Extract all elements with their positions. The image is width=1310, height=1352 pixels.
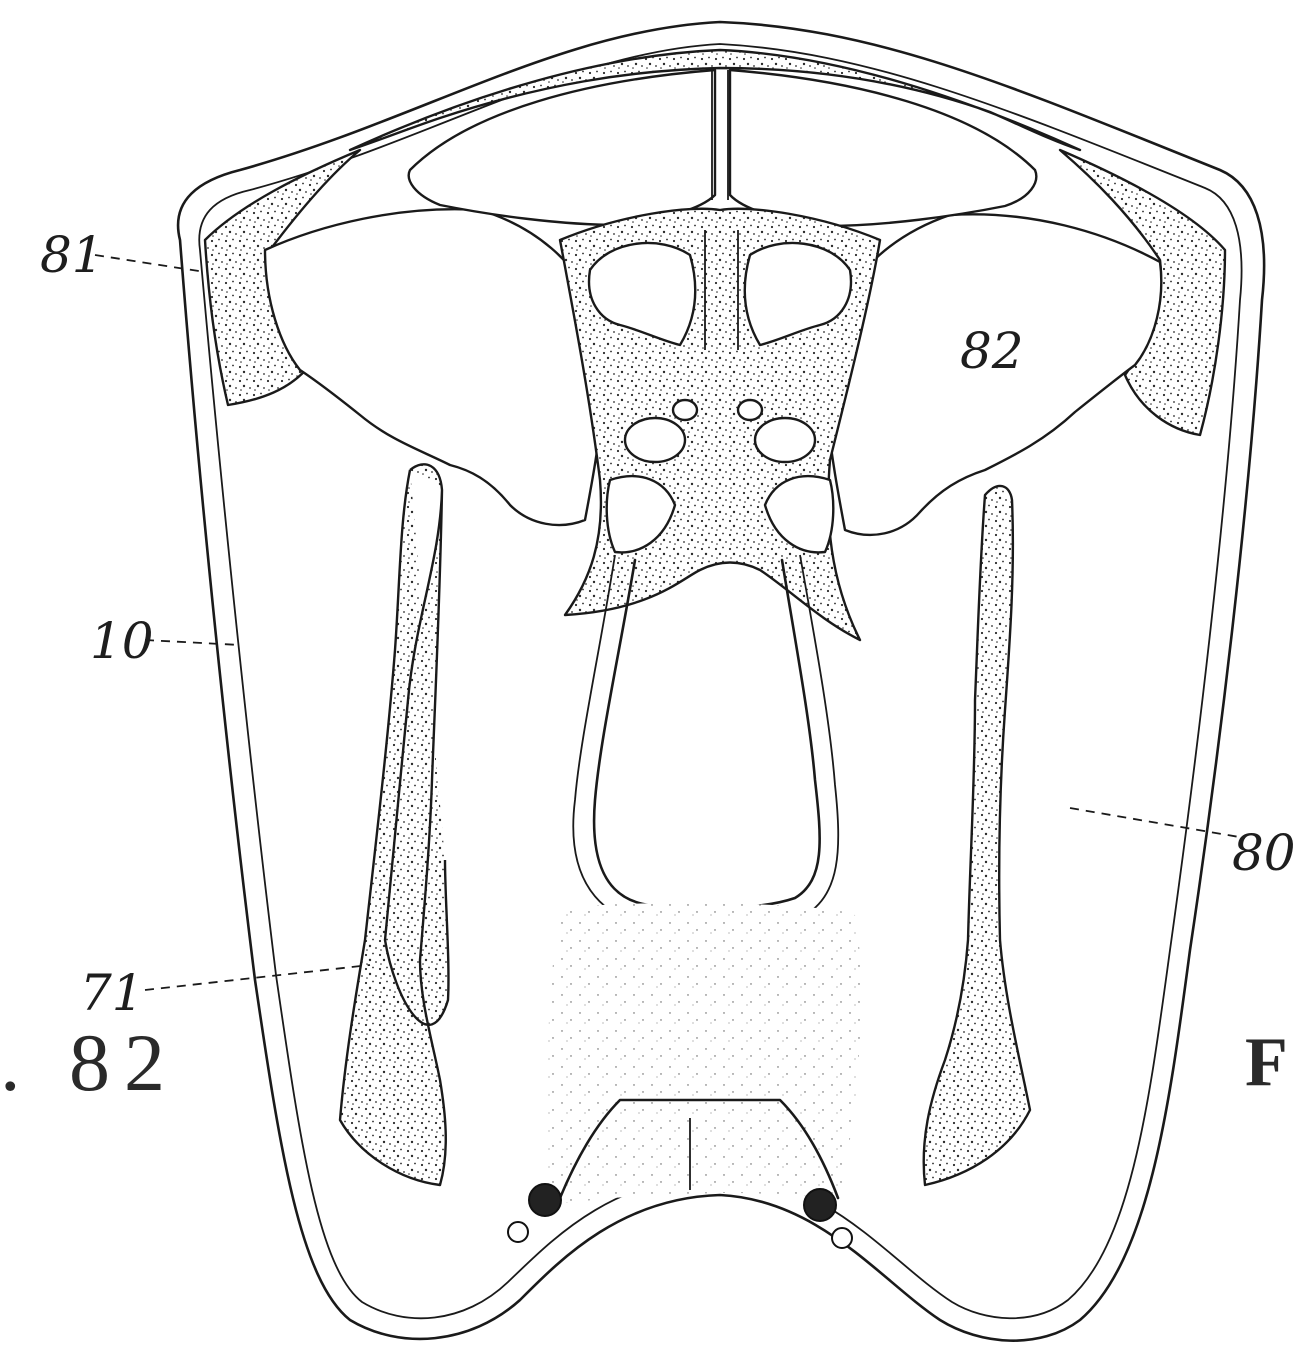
label-10: 10 <box>90 612 154 670</box>
label-81: 81 <box>40 226 104 284</box>
label-80: 80 <box>1232 824 1296 882</box>
lower-mesenchyme <box>547 903 861 1205</box>
figure-number: . 82 <box>0 1017 179 1108</box>
label-71: 71 <box>80 964 144 1022</box>
upper-right-chamber <box>730 70 1036 226</box>
figure-letter-cut: F <box>1245 1024 1288 1101</box>
central-tube <box>594 560 820 908</box>
left-long-bone <box>340 464 448 1185</box>
label-82: 82 <box>960 322 1024 380</box>
right-long-bone <box>924 486 1030 1185</box>
